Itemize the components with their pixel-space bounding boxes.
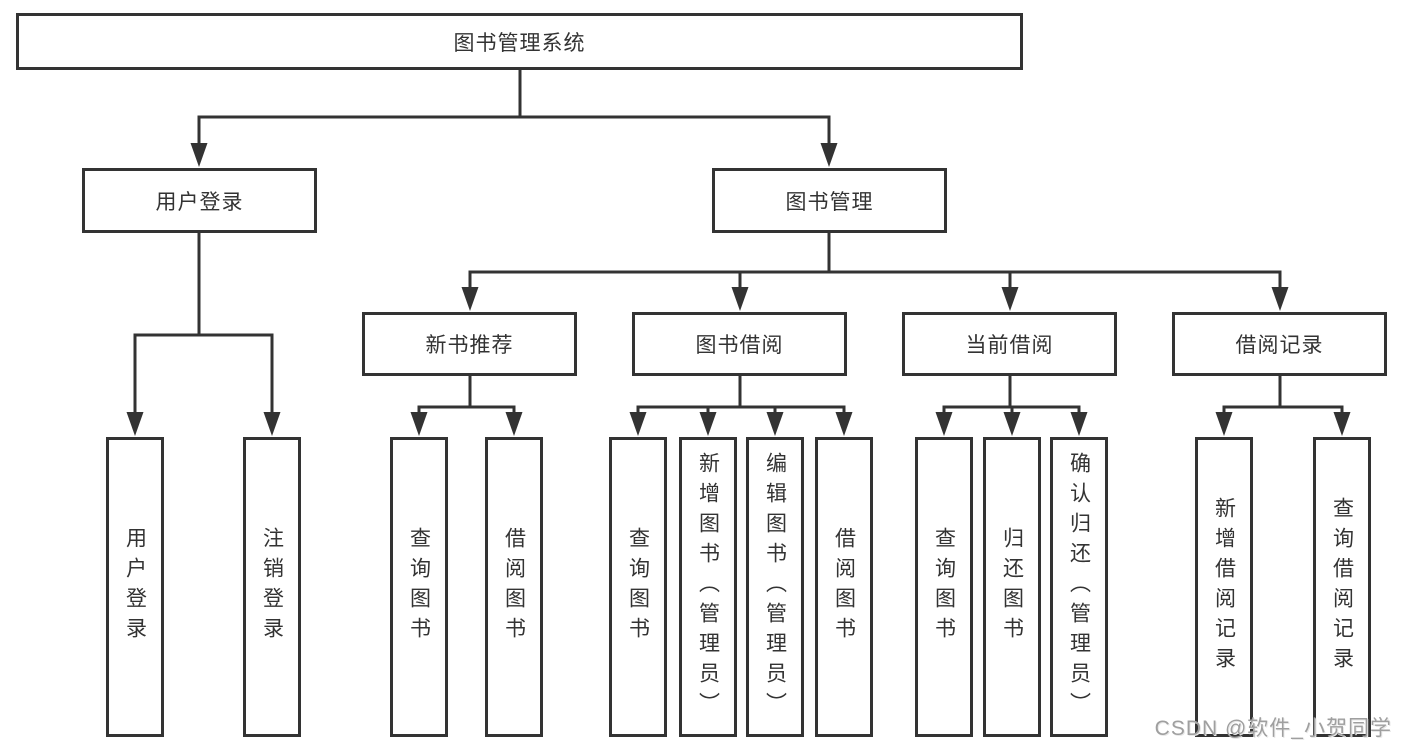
leaf-label: 确认归还（管理员） <box>1067 452 1091 722</box>
leaf-return-books: 归还图书 <box>983 437 1041 737</box>
leaf-label: 注销登录 <box>260 527 284 647</box>
leaf-label: 新增借阅记录 <box>1212 497 1236 677</box>
node-label: 当前借阅 <box>965 334 1054 357</box>
node-borrowing-records: 借阅记录 <box>1172 312 1387 376</box>
leaf-query-books-newbook: 查询图书 <box>390 437 448 737</box>
leaf-logout: 注销登录 <box>243 437 301 737</box>
csdn-watermark: CSDN @软件_小贺同学 <box>1154 717 1392 740</box>
leaf-label: 新增图书（管理员） <box>696 452 720 722</box>
leaf-label: 查询图书 <box>626 527 650 647</box>
node-new-book-recommendation: 新书推荐 <box>362 312 577 376</box>
leaf-borrow-books: 借阅图书 <box>815 437 873 737</box>
leaf-label: 查询图书 <box>932 527 956 647</box>
node-label: 图书管理系统 <box>453 31 586 55</box>
leaf-edit-books-admin: 编辑图书（管理员） <box>746 437 804 737</box>
node-label: 图书借阅 <box>695 334 784 357</box>
node-label: 图书管理 <box>785 190 874 214</box>
leaf-user-login: 用户登录 <box>106 437 164 737</box>
leaf-query-books-borrow: 查询图书 <box>609 437 667 737</box>
node-current-borrowing: 当前借阅 <box>902 312 1117 376</box>
leaf-label: 借阅图书 <box>502 527 526 647</box>
arrowheads <box>126 143 1351 436</box>
leaf-add-books-admin: 新增图书（管理员） <box>679 437 737 737</box>
node-label: 新书推荐 <box>425 334 514 357</box>
node-book-management: 图书管理 <box>712 168 947 233</box>
leaf-label: 查询借阅记录 <box>1330 497 1354 677</box>
node-book-borrowing: 图书借阅 <box>632 312 847 376</box>
leaf-label: 查询图书 <box>407 527 431 647</box>
leaf-label: 借阅图书 <box>832 527 856 647</box>
leaf-add-borrow-record: 新增借阅记录 <box>1195 437 1253 737</box>
leaf-label: 归还图书 <box>1000 527 1024 647</box>
node-label: 借阅记录 <box>1235 334 1324 357</box>
node-label: 用户登录 <box>155 190 244 214</box>
leaf-query-books-current: 查询图书 <box>915 437 973 737</box>
leaf-confirm-return-admin: 确认归还（管理员） <box>1050 437 1108 737</box>
leaf-label: 用户登录 <box>123 527 147 647</box>
node-library-management-system: 图书管理系统 <box>16 13 1023 70</box>
node-user-login: 用户登录 <box>82 168 317 233</box>
leaf-label: 编辑图书（管理员） <box>763 452 787 722</box>
leaf-borrow-books-newbook: 借阅图书 <box>485 437 543 737</box>
leaf-query-borrow-record: 查询借阅记录 <box>1313 437 1371 737</box>
